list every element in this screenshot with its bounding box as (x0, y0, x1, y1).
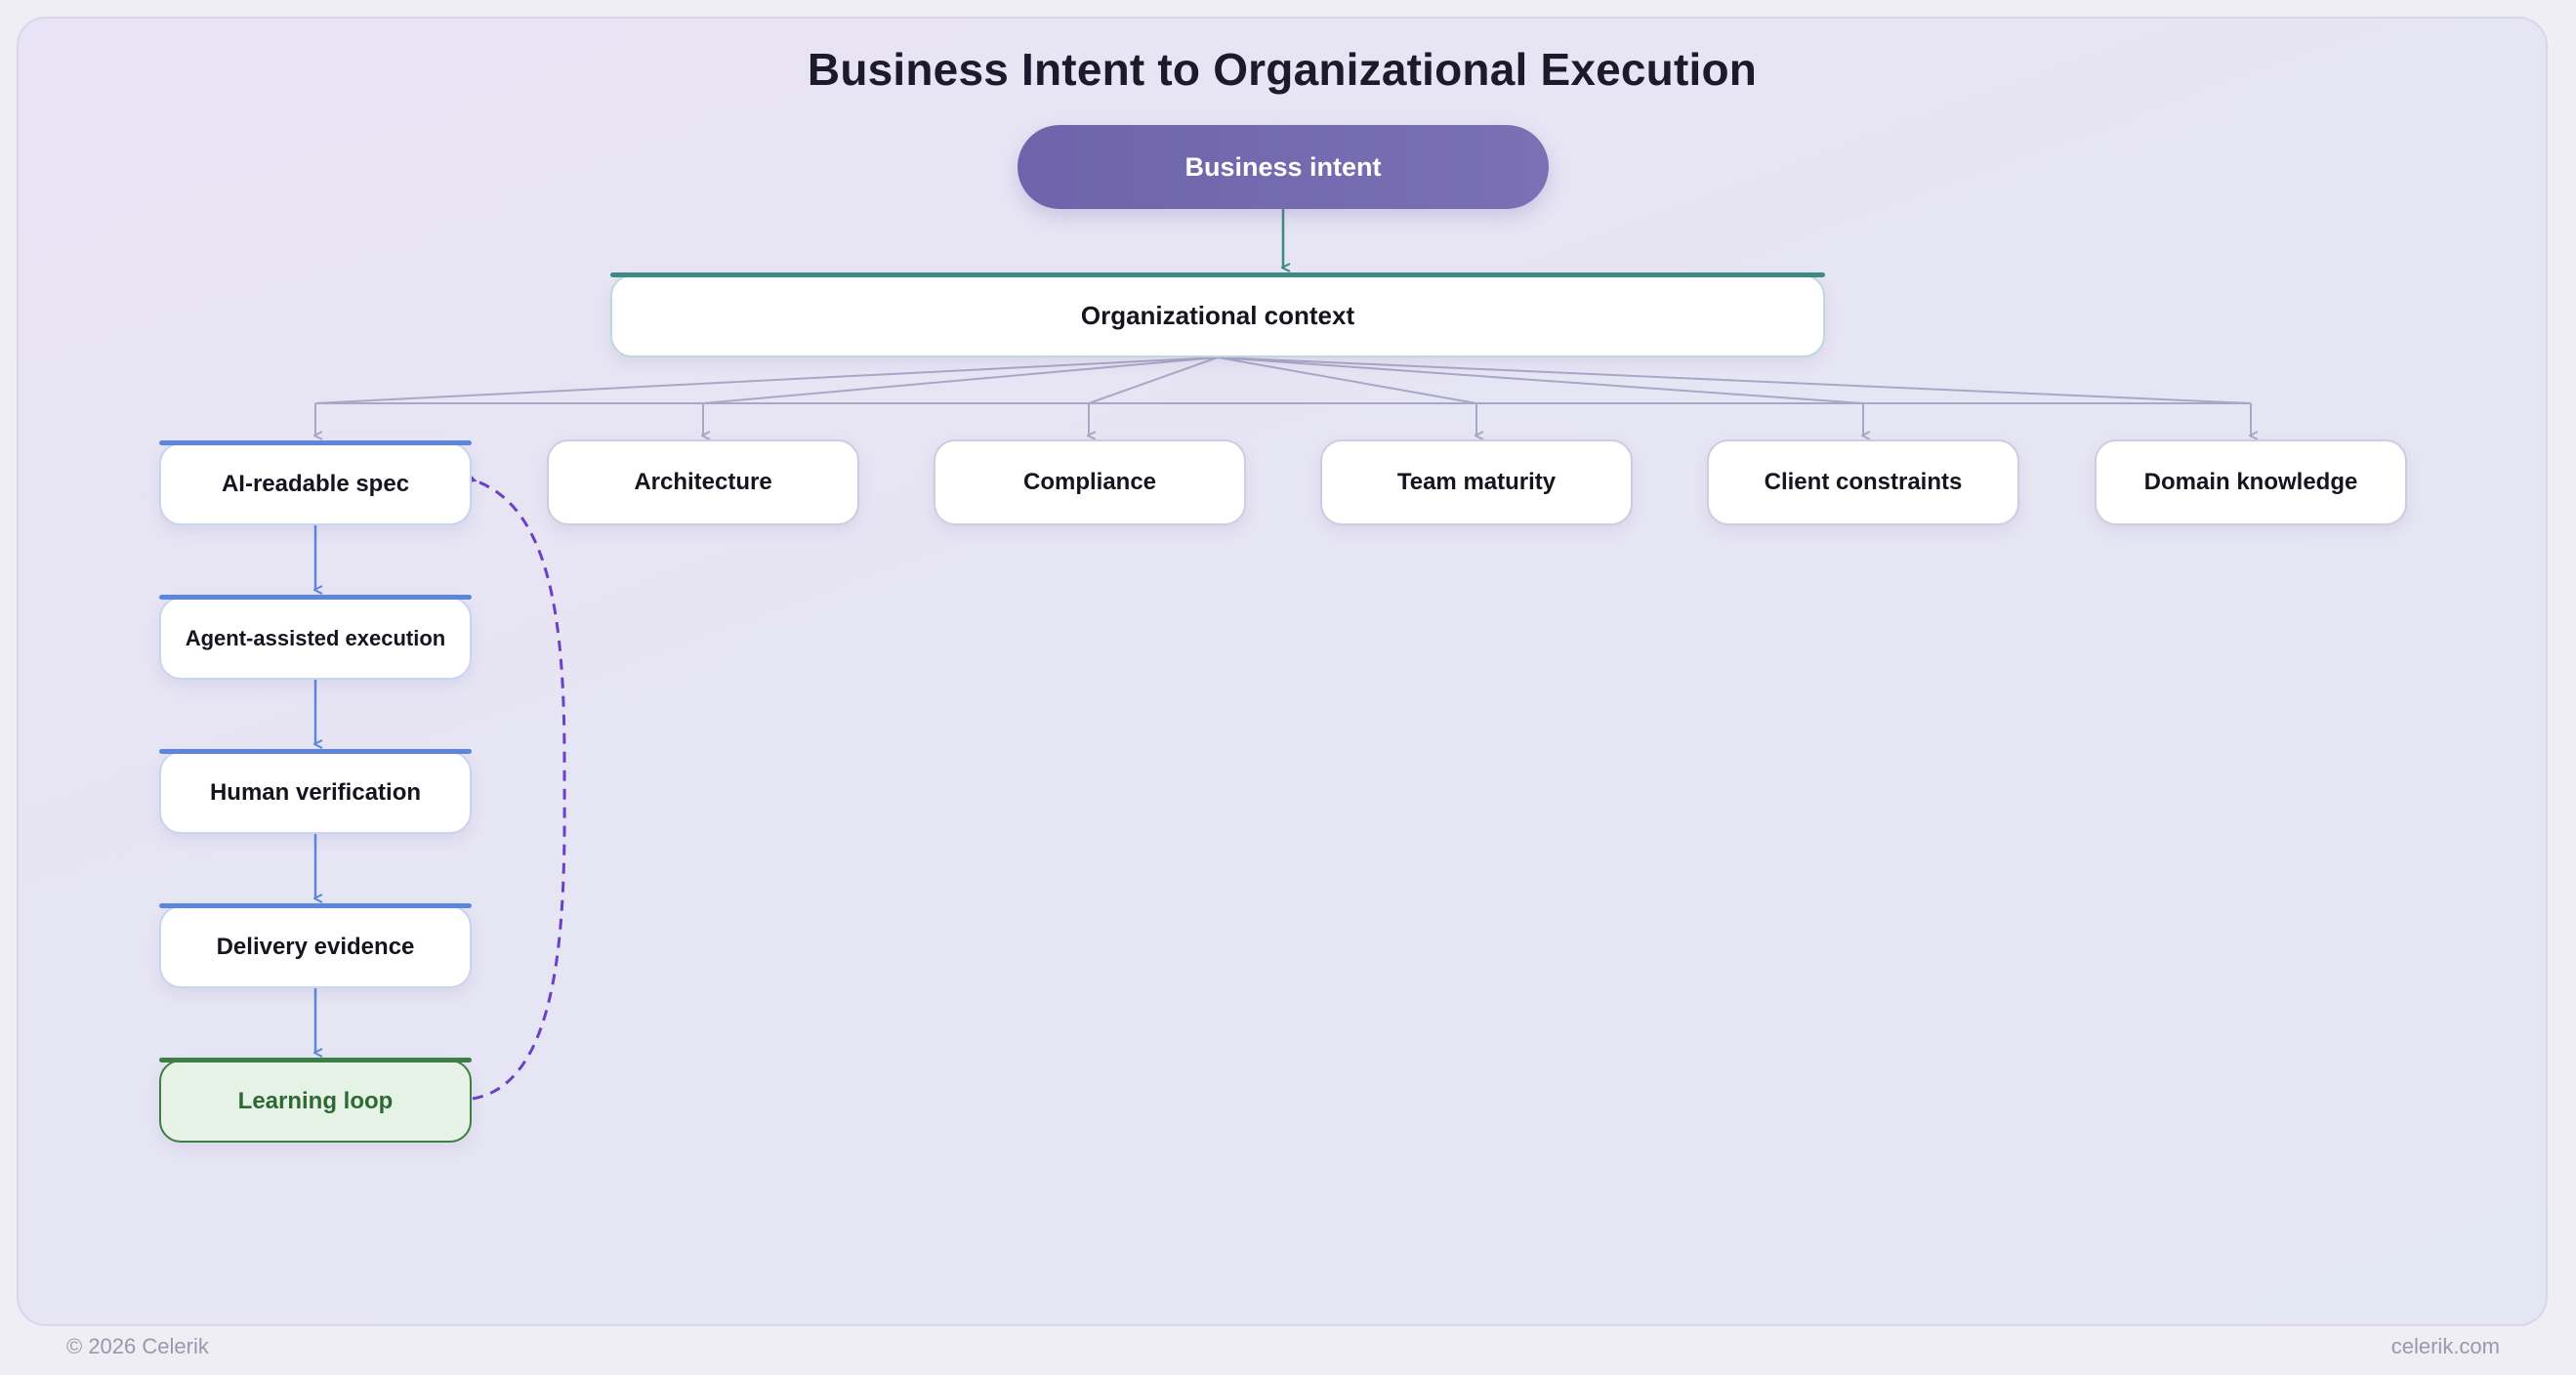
feedback-loop-arrow (463, 472, 566, 1101)
factor-drop-arrows (315, 403, 2251, 436)
learning-loop-node: Learning loop (159, 1058, 472, 1143)
compliance-node: Compliance (934, 439, 1246, 525)
footer-copyright: © 2026 Celerik (66, 1334, 209, 1358)
domain-knowledge-node: Domain knowledge (2095, 439, 2407, 525)
ai-readable-spec-node: AI-readable spec (159, 440, 472, 525)
client-constraints-node: Client constraints (1707, 439, 2019, 525)
agent-assisted-execution-node: Agent-assisted execution (159, 595, 472, 680)
fanout-lines (314, 356, 2252, 404)
diagram-title: Business Intent to Organizational Execut… (807, 44, 1758, 95)
architecture-node: Architecture (547, 439, 859, 525)
business-intent-node: Business intent (1018, 125, 1549, 209)
organizational-context-node: Organizational context (610, 272, 1825, 357)
team-maturity-node: Team maturity (1320, 439, 1633, 525)
delivery-evidence-node: Delivery evidence (159, 903, 472, 988)
footer-site-link[interactable]: celerik.com (2390, 1334, 2500, 1358)
human-verification-node: Human verification (159, 749, 472, 834)
